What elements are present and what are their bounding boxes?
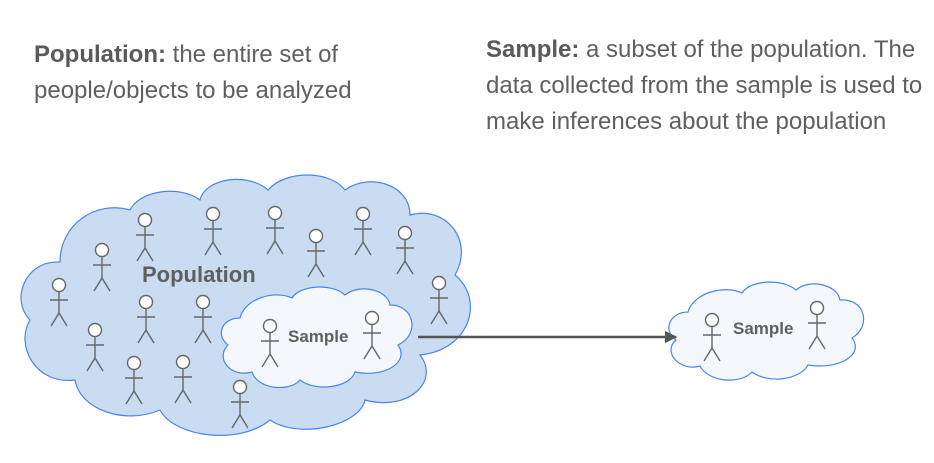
inner-sample-label: Sample: [288, 327, 348, 346]
population-term: Population:: [34, 41, 166, 68]
population-label: Population: [142, 262, 256, 287]
population-definition: Population: the entire set of people/obj…: [34, 37, 434, 109]
outer-sample-label: Sample: [733, 319, 793, 338]
population-cloud: [20, 174, 471, 436]
sample-definition: Sample: a subset of the population. The …: [486, 32, 926, 140]
inner-sample-cloud: [220, 286, 413, 389]
population-description: the entire set of people/objects to be a…: [34, 41, 352, 104]
sample-description: a subset of the population. The data col…: [486, 36, 923, 135]
sample-term: Sample:: [486, 36, 580, 63]
